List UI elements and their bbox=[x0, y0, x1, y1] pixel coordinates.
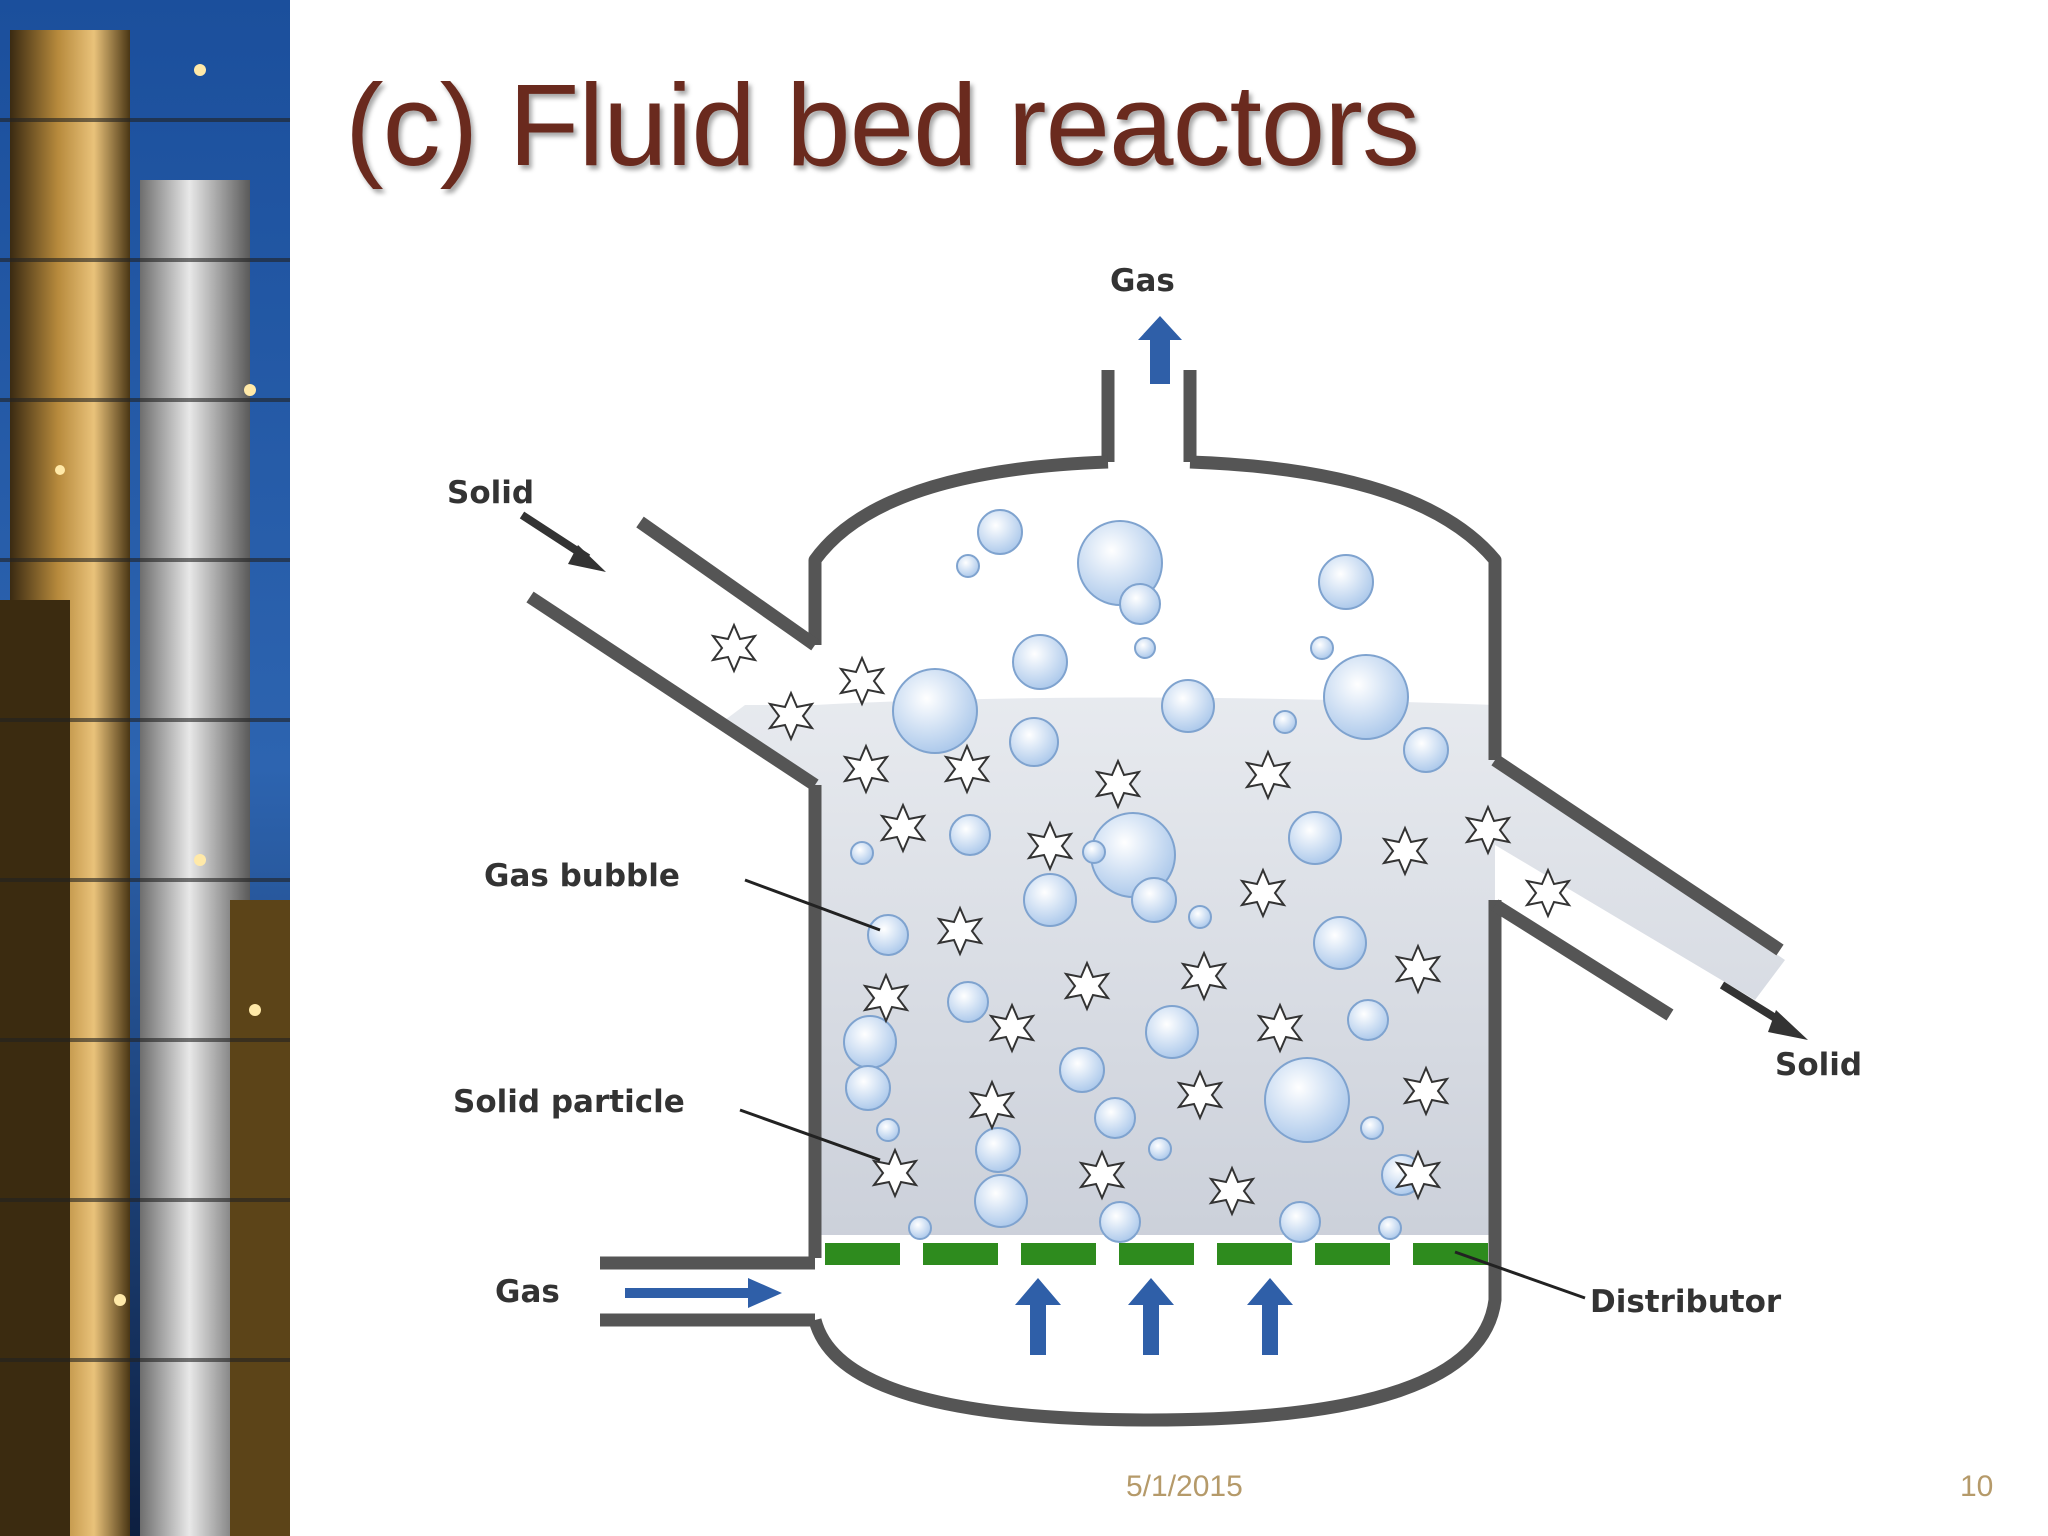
gas-up-arrow bbox=[1128, 1278, 1174, 1355]
solid-particle-label: Solid particle bbox=[453, 1084, 685, 1120]
refinery-photo bbox=[0, 0, 290, 1536]
slide-date: 5/1/2015 bbox=[1126, 1470, 1243, 1503]
gas-outlet-label: Gas bbox=[1110, 263, 1175, 299]
gas-inlet-label: Gas bbox=[495, 1274, 560, 1310]
gas-up-arrow bbox=[1247, 1278, 1293, 1355]
flow-arrows bbox=[519, 316, 1808, 1355]
vessel-wall bbox=[526, 370, 1784, 1427]
gas-out-arrow bbox=[1138, 316, 1182, 384]
distributor-label: Distributor bbox=[1590, 1284, 1782, 1320]
solid-inlet-label: Solid bbox=[447, 475, 534, 511]
gas-bubbles bbox=[843, 509, 1449, 1243]
solid-particles bbox=[710, 622, 1572, 1217]
distributor-plate bbox=[825, 1243, 1488, 1265]
slide-number: 10 bbox=[1960, 1470, 1994, 1503]
slide-title: (c) Fluid bed reactors bbox=[345, 60, 1420, 190]
gas-in-arrow bbox=[625, 1278, 782, 1308]
solid-outlet-label: Solid bbox=[1775, 1047, 1862, 1083]
leader-lines bbox=[739, 878, 1586, 1300]
gas-up-arrow bbox=[1015, 1278, 1061, 1355]
gas-bubble-label: Gas bubble bbox=[484, 858, 680, 894]
